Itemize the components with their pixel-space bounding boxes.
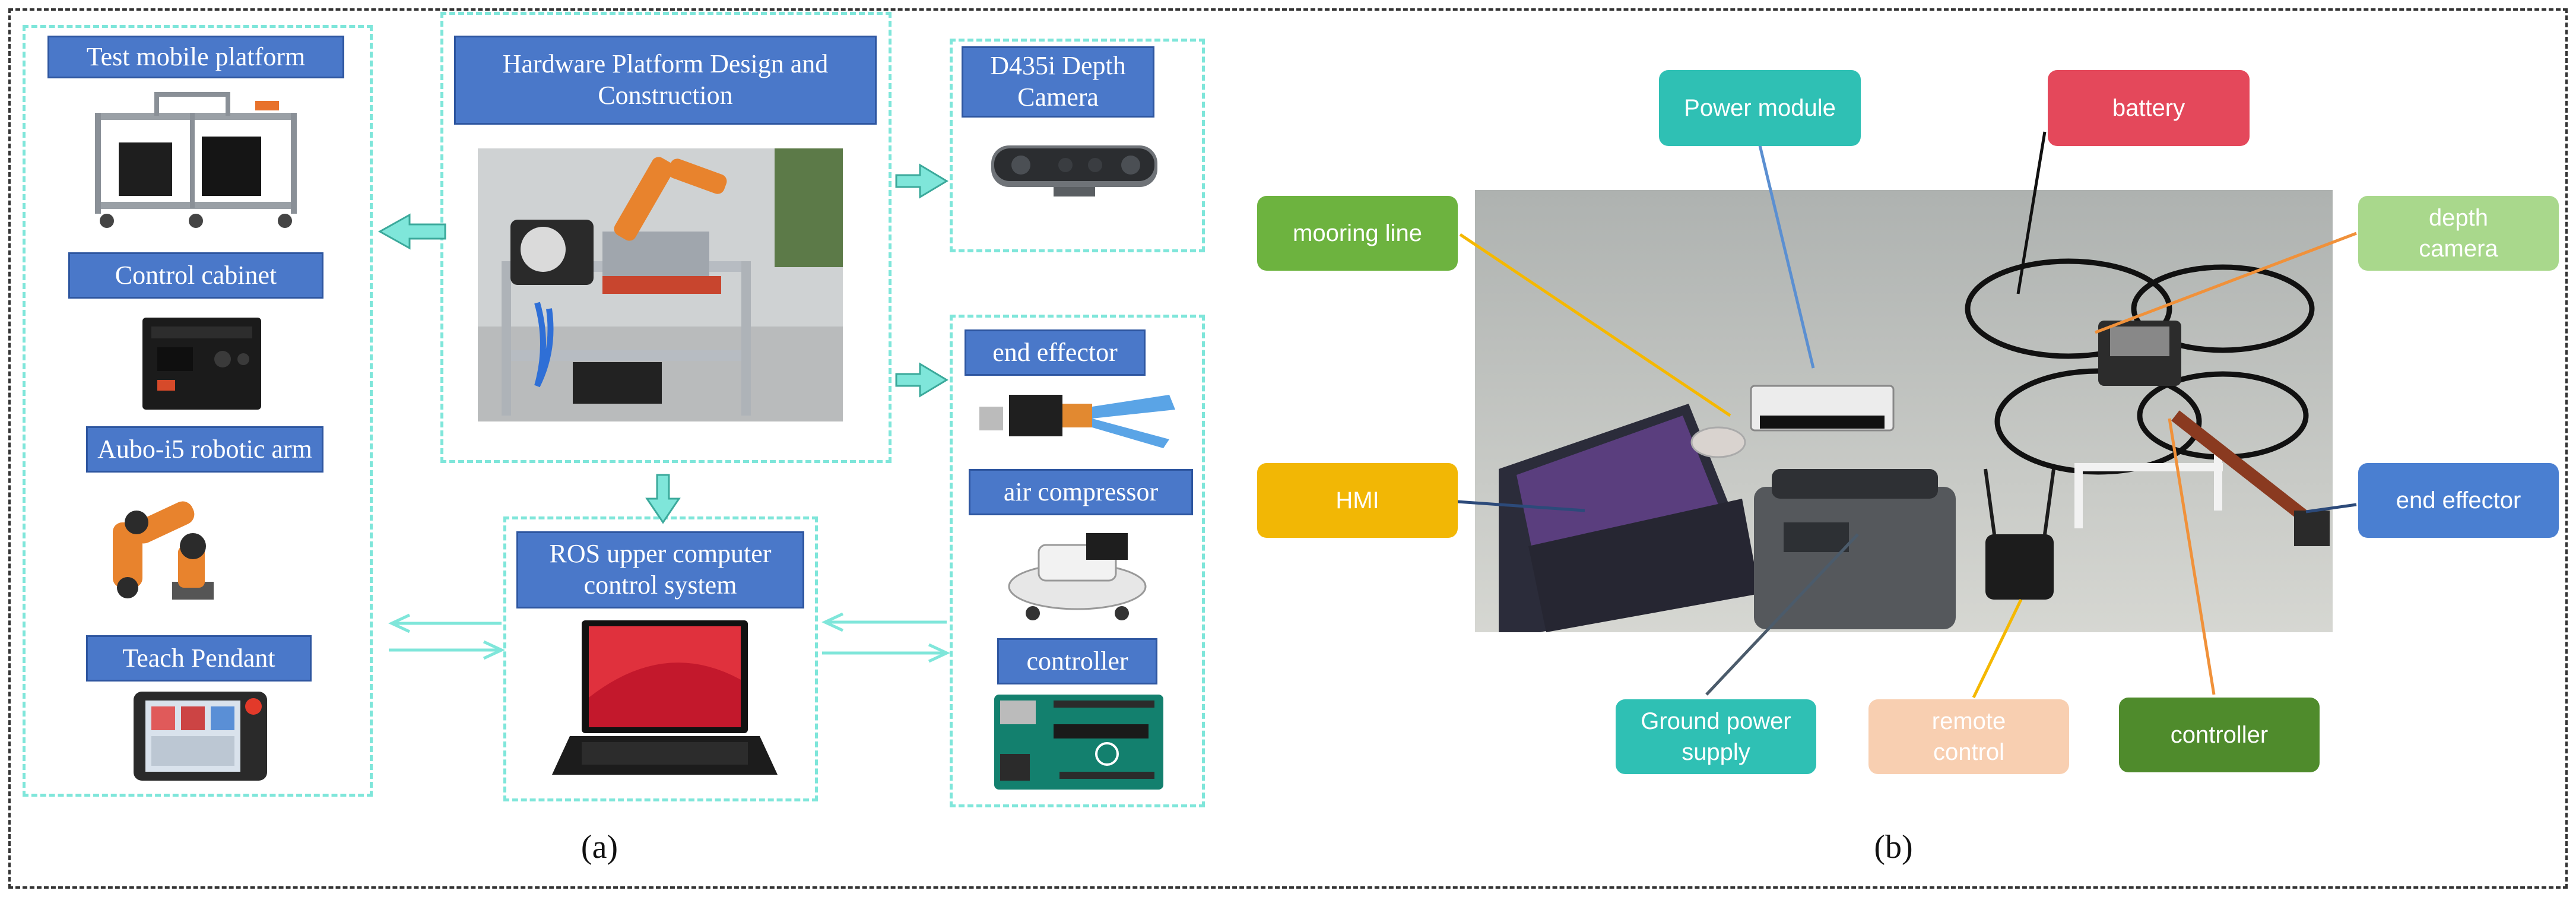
power-module-label: Power module (1659, 70, 1861, 146)
end-effector-label: end effector (965, 329, 1146, 376)
ground-power-supply-label: Ground power supply (1616, 699, 1816, 774)
air-compressor-image (997, 521, 1157, 625)
laptop-image (546, 614, 783, 781)
hmi-label: HMI (1257, 463, 1458, 538)
d435i-depth-camera-label: D435i Depth Camera (962, 46, 1154, 118)
air-compressor-label: air compressor (969, 469, 1193, 515)
panel-a-caption: (a) (580, 829, 618, 866)
robotic-arm-image (101, 475, 249, 611)
mobile-platform-image (83, 89, 321, 232)
battery-label: battery (2048, 70, 2250, 146)
teach-pendant-image (128, 689, 273, 784)
end-effector-image (973, 383, 1193, 454)
mooring-line-label: mooring line (1257, 196, 1458, 271)
figure-frame (8, 8, 2568, 889)
depth-camera-image (982, 125, 1166, 205)
depth-camera-label: depth camera (2358, 196, 2559, 271)
controller-label: controller (997, 638, 1157, 684)
control-cabinet-image (134, 312, 270, 416)
remote-control-label: remote control (1868, 699, 2069, 774)
teach-pendant-label: Teach Pendant (86, 635, 312, 682)
test-mobile-platform-label: Test mobile platform (47, 36, 344, 78)
panel-b-caption: (b) (1874, 829, 1913, 866)
left-column-frame (23, 25, 373, 797)
arduino-controller-image (988, 689, 1169, 793)
aubo-i5-robotic-arm-label: Aubo-i5 robotic arm (86, 426, 323, 473)
control-cabinet-label: Control cabinet (68, 252, 323, 299)
end-effector-label-b: end effector (2358, 463, 2559, 538)
ros-control-system-label: ROS upper computer control system (516, 531, 804, 608)
right-column-frame (950, 315, 1205, 807)
controller-label-b: controller (2119, 698, 2320, 772)
drone-system-photo (1475, 190, 2333, 632)
hardware-platform-label: Hardware Platform Design and Constructio… (454, 36, 877, 125)
depth-camera-frame (950, 39, 1205, 252)
hardware-platform-photo (478, 148, 843, 421)
